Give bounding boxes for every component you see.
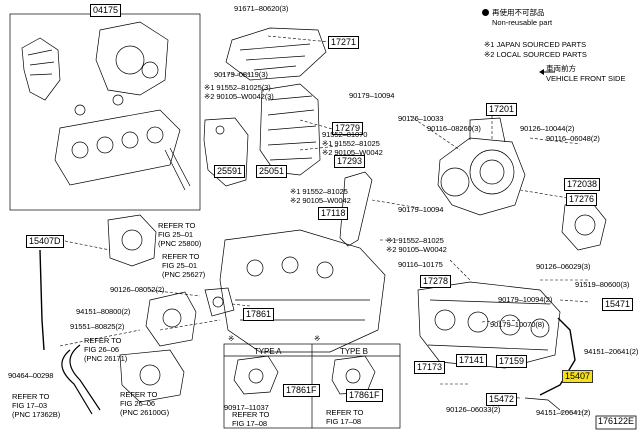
part-17201[interactable]: 17201 bbox=[486, 103, 518, 116]
part-15471[interactable]: 15471 bbox=[602, 298, 634, 311]
part-17141[interactable]: 17141 bbox=[456, 354, 488, 367]
part-90116-06048[interactable]: 90116–06048(2) bbox=[546, 134, 600, 143]
throttle bbox=[119, 349, 185, 403]
inset-frame bbox=[9, 13, 201, 211]
turbocharger bbox=[437, 137, 526, 216]
inset-manifold bbox=[95, 21, 169, 96]
diagram-id: 176122E bbox=[598, 416, 635, 426]
part-90179-10070[interactable]: 90179–10070(8) bbox=[490, 320, 545, 329]
part-91671-80620[interactable]: 91671–80620(3) bbox=[234, 4, 289, 13]
part-17118[interactable]: 17118 bbox=[318, 207, 349, 220]
part-17278[interactable]: 17278 bbox=[420, 275, 452, 288]
legend-front-en: VEHICLE FRONT SIDE bbox=[546, 74, 626, 83]
pipe-15407 bbox=[539, 317, 576, 396]
part-90105-w0042-b[interactable]: ※2 90105–W0042 bbox=[322, 148, 383, 157]
pipe-15407D bbox=[39, 249, 45, 351]
part-90105-w0042-d[interactable]: ※2 90105–W0042 bbox=[386, 245, 447, 254]
part-17861F-b[interactable]: 17861F bbox=[346, 389, 383, 402]
part-15407D[interactable]: 15407D bbox=[26, 235, 64, 248]
part-17293[interactable]: 17293 bbox=[334, 155, 366, 168]
part-17861F-a[interactable]: 17861F bbox=[283, 384, 320, 397]
converter bbox=[259, 83, 321, 176]
part-90126-06033[interactable]: 90126–06033(2) bbox=[446, 405, 501, 414]
part-17173[interactable]: 17173 bbox=[414, 361, 446, 374]
part-90105-w0042-c[interactable]: ※2 90105–W0042 bbox=[290, 196, 351, 205]
part-172038[interactable]: 172038 bbox=[564, 178, 601, 191]
inset-shield bbox=[21, 37, 61, 101]
mark-asterisk-a: ※ bbox=[228, 334, 235, 343]
part-04175[interactable]: 04175 bbox=[90, 4, 122, 17]
exhaust-manifold bbox=[417, 281, 561, 369]
part-91552-81025-3[interactable]: ※1 91552–81025(3) bbox=[204, 83, 271, 92]
part-94151-80800[interactable]: 94151–80800(2) bbox=[76, 307, 131, 316]
part-25051[interactable]: 25051 bbox=[256, 165, 288, 178]
non-reusable-dot-icon bbox=[482, 9, 489, 16]
part-17276[interactable]: 17276 bbox=[566, 193, 598, 206]
stay-17118 bbox=[339, 171, 373, 247]
part-91552-81025-b[interactable]: ※1 91552–81025 bbox=[322, 139, 380, 148]
part-17279[interactable]: 17279 bbox=[332, 122, 364, 135]
part-90105-w0042-3[interactable]: ※2 90105–W0042(3) bbox=[204, 92, 274, 101]
part-91551-80825[interactable]: 91551–80825(2) bbox=[70, 322, 125, 331]
egr-valve bbox=[107, 214, 157, 267]
part-90126-08052[interactable]: 90126–08052(2) bbox=[110, 285, 165, 294]
legend-jp: 再使用不可部品 bbox=[492, 8, 545, 17]
part-91552-81025-c[interactable]: ※1 91552–81025 bbox=[290, 187, 348, 196]
inset-exhaust bbox=[54, 109, 181, 186]
part-90179-10094-b[interactable]: 90179–10094 bbox=[398, 205, 444, 214]
part-90917-11037[interactable]: 90917–11037 bbox=[224, 403, 269, 412]
mark-asterisk-b: ※ bbox=[314, 334, 321, 343]
part-91552-81070[interactable]: 91552–81070 bbox=[322, 130, 368, 139]
part-90179-08119[interactable]: 90179–08119(3) bbox=[214, 70, 268, 79]
part-17271[interactable]: 17271 bbox=[328, 36, 360, 49]
legend-local: ※2 LOCAL SOURCED PARTS bbox=[484, 50, 587, 59]
part-91519-80600[interactable]: 91519–80600(3) bbox=[575, 280, 630, 289]
part-90464-00298[interactable]: 90464–00298 bbox=[8, 371, 54, 380]
part-91552-81025-d[interactable]: ※1 91552–81025 bbox=[386, 236, 444, 245]
type-b-heading: TYPE B bbox=[340, 347, 368, 356]
part-15407[interactable]: 15407 bbox=[562, 370, 594, 383]
engine-block bbox=[219, 229, 386, 353]
part-90116-10175[interactable]: 90116–10175 bbox=[398, 260, 443, 269]
part-94151-20641-b[interactable]: 94151–20641(2) bbox=[536, 408, 591, 417]
legend-japan: ※1 JAPAN SOURCED PARTS bbox=[484, 40, 587, 49]
part-90126-10044[interactable]: 90126–10044(2) bbox=[520, 124, 575, 133]
type-a-heading: TYPE A bbox=[254, 347, 282, 356]
part-90126-10033[interactable]: 90126–10033 bbox=[398, 114, 444, 123]
part-90179-10094-c[interactable]: 90179–10094(2) bbox=[498, 295, 553, 304]
part-94151-20641-a[interactable]: 94151–20641(2) bbox=[584, 347, 639, 356]
heat-shield bbox=[225, 27, 327, 81]
part-15472[interactable]: 15472 bbox=[486, 393, 518, 406]
part-17159[interactable]: 17159 bbox=[496, 355, 528, 368]
part-90116-08260[interactable]: 90116–08260(3) bbox=[427, 124, 481, 133]
part-25591[interactable]: 25591 bbox=[214, 165, 246, 178]
part-90179-10094-a[interactable]: 90179–10094 bbox=[349, 91, 395, 100]
legend-non-reusable-en: Non-reusable part bbox=[482, 18, 552, 28]
part-17861[interactable]: 17861 bbox=[243, 308, 275, 321]
part-90126-06029[interactable]: 90126–06029(3) bbox=[536, 262, 591, 271]
egr-cooler bbox=[145, 291, 197, 347]
legend-non-reusable: 再使用不可部品 bbox=[482, 8, 545, 18]
elbow bbox=[561, 199, 607, 251]
bracket-25591 bbox=[203, 117, 249, 187]
legend-front-jp: 車両前方 bbox=[546, 64, 576, 73]
